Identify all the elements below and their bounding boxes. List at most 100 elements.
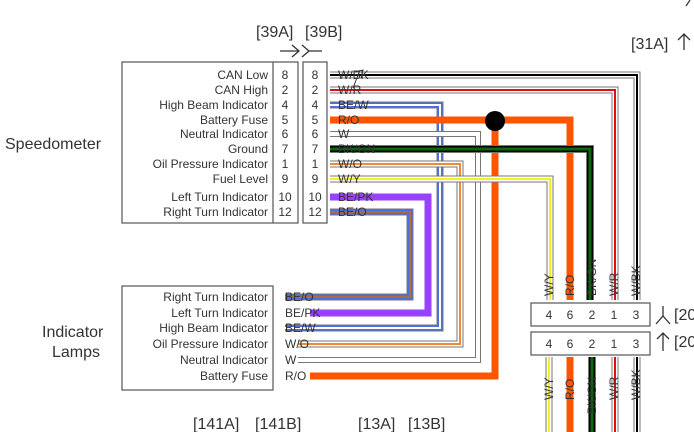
speedometer-pin-label: Neutral Indicator [180, 127, 268, 141]
wire-w-r [330, 86, 619, 300]
twisted-pair-icon [352, 69, 364, 89]
connector-20a-pin: 4 [546, 308, 553, 322]
connector-31a-label: [31A] [631, 36, 668, 53]
indicator-pin-label: Right Turn Indicator [163, 290, 268, 304]
mating-arrow-icon [280, 44, 322, 58]
connector-20b-pin: 6 [567, 337, 574, 351]
speedometer-wire-code: W/BK [338, 68, 369, 82]
connector-39b-pin: 12 [308, 205, 322, 219]
connector-39b-pin: 6 [312, 127, 319, 141]
connector-39b-pin: 10 [308, 190, 322, 204]
wire-be-pk [310, 193, 432, 317]
connector-39b-pin: 7 [312, 142, 319, 156]
wire-bk-gn [330, 145, 594, 300]
speedometer-pin-label: CAN Low [217, 68, 268, 82]
speedometer-wire-code: BE/W [338, 98, 369, 112]
speedometer-pin-label: Left Turn Indicator [171, 190, 268, 204]
indicator-pin-label: Neutral Indicator [180, 353, 268, 367]
splice-junction [485, 111, 505, 131]
connector-20a-box [530, 302, 651, 327]
connector-20b-pin: 4 [546, 337, 553, 351]
speedometer-pin-label: Fuel Level [213, 172, 268, 186]
connector-39a-pin: 2 [282, 83, 289, 97]
connector-20-wire-code-top: BK/GN [585, 259, 599, 296]
connector-20b-pin: 1 [611, 337, 618, 351]
indicator-lamps-title-2: Lamps [52, 344, 100, 361]
connector-39b-box [302, 61, 328, 224]
speedometer-wire-code: W/Y [338, 172, 361, 186]
indicator-wire-code: R/O [285, 369, 306, 383]
speedometer-title: Speedometer [5, 136, 102, 153]
connector-20-wire-code-bottom: W/R [607, 376, 621, 400]
connector-20b-pin-icon [656, 332, 670, 351]
indicator-lamps-title: Indicator [42, 324, 104, 341]
connector-39b-pin: 2 [312, 83, 319, 97]
speedometer-box [121, 61, 299, 224]
connector-39a-pin: 8 [282, 68, 289, 82]
connector-39a-pin: 4 [282, 98, 289, 112]
speedometer-wire-code: BE/PK [338, 190, 373, 204]
connector-20-wire-code-bottom: R/O [563, 379, 577, 400]
indicator-pin-label: Oil Pressure Indicator [153, 337, 268, 351]
connector-39b-pin: 8 [312, 68, 319, 82]
connector-39a-pin: 10 [278, 190, 292, 204]
connector-39b-pin: 9 [312, 172, 319, 186]
wire-w-y [330, 175, 554, 300]
indicator-pin-label: High Beam Indicator [159, 321, 268, 335]
connector-20-wire-code-top: W/BK [629, 265, 643, 296]
wire-r-o [310, 120, 499, 380]
wire-w-bk [330, 71, 641, 300]
connector-20b-pin: 3 [633, 337, 640, 351]
speedometer-pin-label: Battery Fuse [200, 113, 268, 127]
speedometer-wire-code: R/O [338, 113, 359, 127]
indicator-wire-code: W/O [285, 337, 309, 351]
connector-20a-pin: 1 [611, 308, 618, 322]
connector-20a-pin: 3 [633, 308, 640, 322]
connector-39b-label: [39B] [305, 24, 342, 41]
connector-39a-pin: 5 [282, 113, 289, 127]
connector-39a-pin: 7 [282, 142, 289, 156]
connector-20-wire-code-bottom: W/Y [542, 377, 556, 400]
offscreen-arrow-fragment [685, 0, 691, 7]
connector-39b-pin: 1 [312, 157, 319, 171]
indicator-pin-label: Left Turn Indicator [171, 306, 268, 320]
connector-20a-socket-icon [655, 306, 671, 325]
indicator-wire-code: W [285, 353, 297, 367]
wires-layer [285, 71, 641, 432]
wire-w-o [298, 160, 464, 348]
connector-39b-pin: 4 [312, 98, 319, 112]
connector-39a-pin: 1 [282, 157, 289, 171]
connector-20-wire-code-bottom: BK/GN [585, 377, 599, 414]
connector-39a-pin: 12 [278, 205, 292, 219]
indicator-pin-label: Battery Fuse [200, 369, 268, 383]
connector-20b-box [530, 331, 651, 356]
speedometer-pin-label: Oil Pressure Indicator [153, 157, 268, 171]
speedometer-wire-code: BE/O [338, 205, 367, 219]
speedometer-wire-code: W/O [338, 157, 362, 171]
connector-20b-label: [20 [674, 334, 694, 351]
indicator-wire-code: BE/O [285, 290, 314, 304]
indicator-wire-code: BE/PK [285, 306, 320, 320]
connector-20a-pin: 2 [589, 308, 596, 322]
speedometer-pin-label: Ground [228, 142, 268, 156]
connector-20-wire-code-top: W/R [607, 272, 621, 296]
connector-39a-pin: 6 [282, 127, 289, 141]
connector-20-wire-code-top: R/O [563, 275, 577, 296]
speedometer-pin-label: CAN High [215, 83, 268, 97]
indicator-wire-code: BE/W [285, 321, 316, 335]
speedometer-pin-label: Right Turn Indicator [163, 205, 268, 219]
connector-39b-pin: 5 [312, 113, 319, 127]
wire-be-o [285, 208, 414, 301]
wire-r-o [330, 116, 574, 300]
connector-13a-label: [13A] [358, 416, 395, 432]
connector-39a-label: [39A] [256, 24, 293, 41]
connector-13b-label: [13B] [408, 416, 445, 432]
speedometer-wire-code: BK/GN [338, 142, 375, 156]
connector-20a-label: [20 [674, 307, 694, 324]
connector-20-wire-code-top: W/Y [542, 273, 556, 296]
speedometer-wire-code: W/R [338, 83, 362, 97]
indicator-lamps-box [121, 285, 274, 391]
speedometer-pin-label: High Beam Indicator [159, 98, 268, 112]
speedometer-wire-code: W [338, 127, 350, 141]
